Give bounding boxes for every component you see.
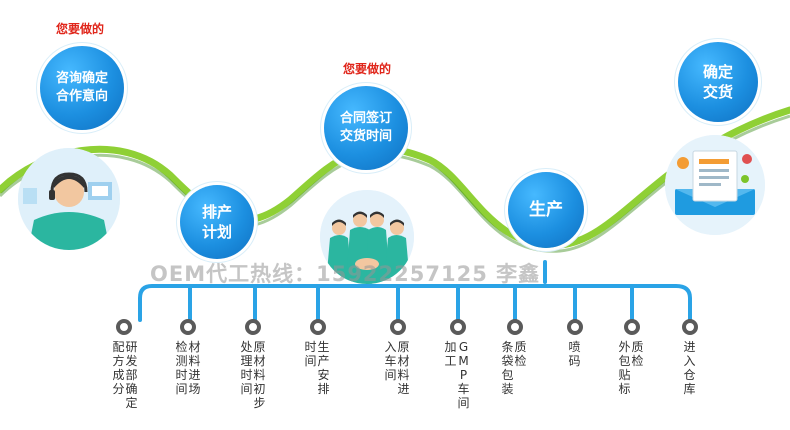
step-outer-labeling-col2: 质检 <box>631 340 644 368</box>
step-coding: 喷码 <box>568 340 581 368</box>
step-formula-col1: 配方成分 <box>112 340 125 396</box>
hotline-text: OEM代工热线：15922257125 李鑫 <box>150 262 541 286</box>
milestone-schedule-line2: 计划 <box>201 223 232 241</box>
note-you-do-2: 您要做的 <box>343 62 392 76</box>
step-production-arrangement: 时间生产安排 <box>304 340 330 396</box>
step-material-inspection-col1: 检测时间 <box>175 340 188 396</box>
step-material-processing-col1: 处理时间 <box>240 340 253 396</box>
step-gmp-workshop: 加工GMP车间 <box>444 340 470 410</box>
milestone-production: 生产 <box>508 172 584 248</box>
milestone-consult-line1: 咨询确定 <box>55 71 108 87</box>
step-warehouse-col1: 进入仓库 <box>683 340 696 396</box>
step-material-into-workshop-col2: 原材料进 <box>397 340 410 396</box>
milestone-delivery-line2: 交货 <box>702 83 733 101</box>
timeline <box>138 260 692 322</box>
milestone-consult: 咨询确定 合作意向 <box>40 46 124 130</box>
step-production-arrangement-col2: 生产安排 <box>317 340 330 396</box>
milestone-production-line1: 生产 <box>529 199 563 220</box>
milestone-schedule: 排产 计划 <box>180 185 254 259</box>
step-material-into-workshop: 入车间原材料进 <box>384 340 410 396</box>
milestone-delivery: 确定 交货 <box>678 42 758 122</box>
handshake-illustration <box>320 190 414 284</box>
step-material-into-workshop-col1: 入车间 <box>384 340 397 382</box>
step-packaging-qc-col1: 条袋包装 <box>501 340 514 396</box>
note-you-do-1: 您要做的 <box>56 22 105 36</box>
milestone-contract: 合同签订 交货时间 <box>324 86 408 170</box>
step-formula: 配方成分研发部确定 <box>112 340 138 410</box>
step-warehouse: 进入仓库 <box>683 340 696 396</box>
step-gmp-workshop-col1: 加工 <box>444 340 457 368</box>
milestone-consult-line2: 合作意向 <box>55 89 108 104</box>
step-material-processing-col2: 原材料初步 <box>253 340 266 410</box>
customer-service-illustration <box>18 148 120 250</box>
step-outer-labeling: 外包贴标质检 <box>618 340 644 396</box>
step-gmp-workshop-col2: GMP车间 <box>457 340 470 410</box>
step-material-inspection: 检测时间材料进场 <box>175 340 201 396</box>
milestone-delivery-line1: 确定 <box>702 62 733 81</box>
timeline-nodes <box>116 319 698 335</box>
step-production-arrangement-col1: 时间 <box>304 340 317 368</box>
step-formula-col2: 研发部确定 <box>125 340 138 410</box>
step-packaging-qc: 条袋包装质检 <box>501 340 527 396</box>
milestone-contract-line1: 合同签订 <box>339 111 392 127</box>
step-coding-col1: 喷码 <box>568 340 581 368</box>
step-packaging-qc-col2: 质检 <box>514 340 527 368</box>
step-material-inspection-col2: 材料进场 <box>188 340 201 396</box>
delivery-checklist-illustration <box>665 135 765 235</box>
milestone-schedule-line1: 排产 <box>201 202 232 221</box>
step-material-processing: 处理时间原材料初步 <box>240 340 266 410</box>
step-outer-labeling-col1: 外包贴标 <box>618 340 631 396</box>
milestone-contract-line2: 交货时间 <box>339 129 392 144</box>
